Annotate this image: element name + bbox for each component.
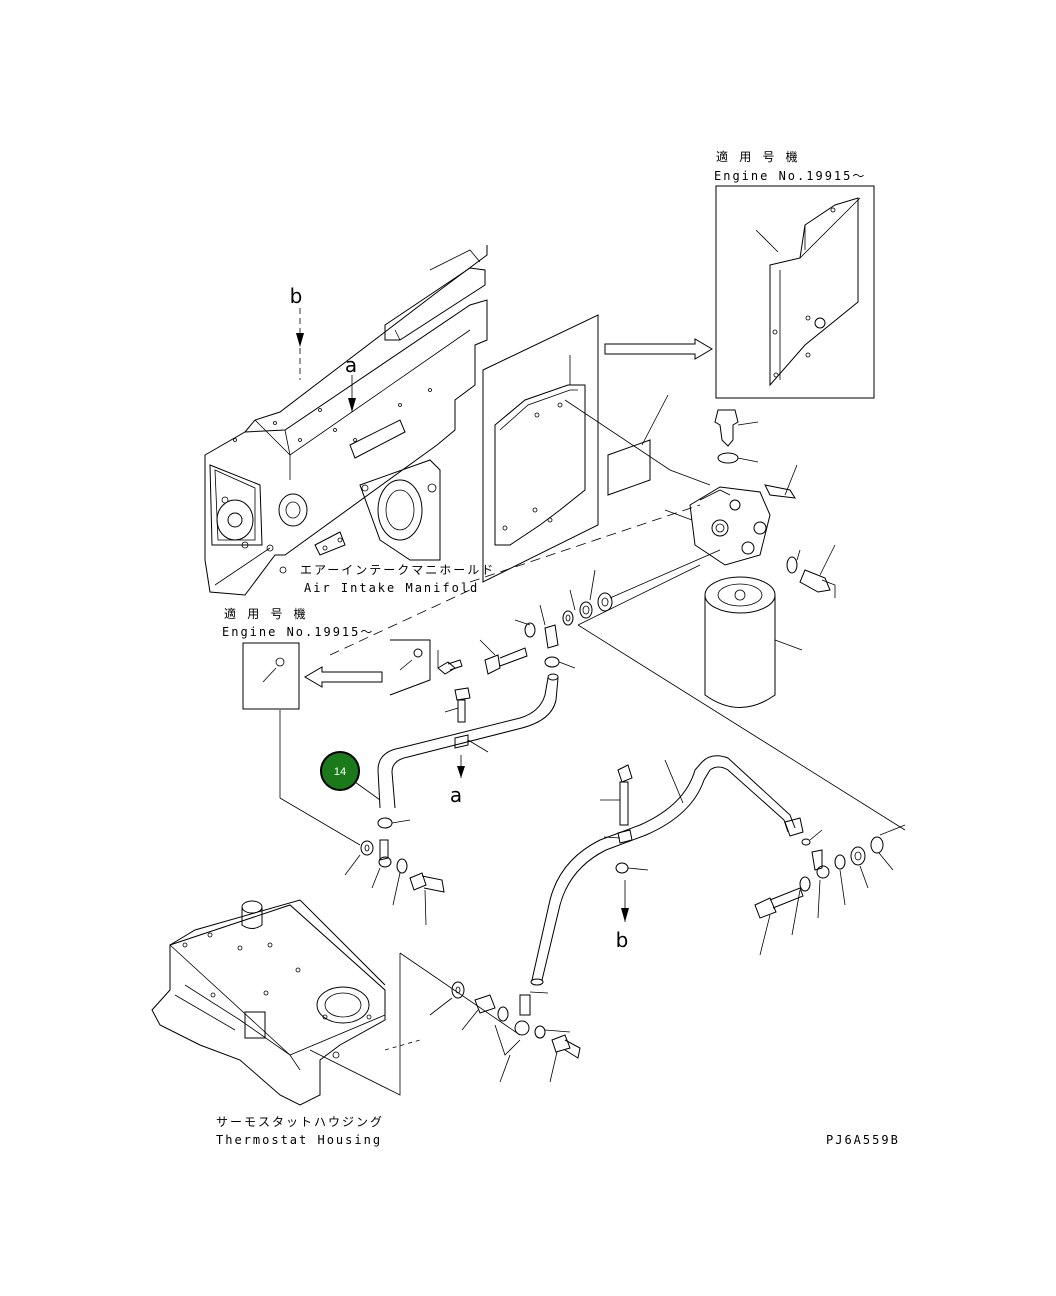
bolt-left-upper — [437, 650, 463, 675]
view-letter-b-bottom: b — [616, 928, 629, 952]
hollow-arrow-left-icon — [304, 666, 383, 688]
thermostat-label-en: Thermostat Housing — [216, 1133, 382, 1147]
thermostat-label-jp: サーモスタットハウジング — [216, 1115, 384, 1129]
banjo-top — [544, 656, 576, 669]
oil-filter — [704, 576, 803, 708]
view-letter-a-mid: a — [450, 783, 462, 807]
bolt-vertical-2 — [600, 764, 649, 874]
engine-no-label-top: Engine No.19915～ — [714, 169, 866, 183]
sensor-top — [714, 409, 759, 464]
view-b-arrow-top: b — [290, 284, 304, 380]
fittings-lower-left — [344, 817, 445, 926]
filter-head — [664, 486, 771, 566]
bolt-horizontal — [479, 639, 528, 675]
air-intake-manifold-drawing — [204, 245, 488, 596]
applicable-label-left: 適 用 号 機 — [224, 606, 308, 621]
gasket-plate-panel — [482, 314, 711, 583]
sensor-side — [786, 544, 836, 598]
engine-no-label-left: Engine No.19915～ — [222, 625, 374, 639]
view-letter-b-top: b — [290, 284, 303, 308]
small-gasket — [607, 439, 651, 496]
view-a-arrow-mid: a — [450, 755, 465, 807]
bracket-left — [389, 639, 431, 696]
fittings-lower-right — [754, 824, 906, 956]
fitting-washers-top — [514, 549, 721, 649]
bolt-right — [764, 464, 798, 499]
view-a-arrow-top: a — [345, 353, 357, 412]
air-intake-label-en: Air Intake Manifold — [304, 581, 479, 595]
bolt-vertical — [444, 687, 471, 723]
fittings-thermostat — [429, 981, 581, 1083]
drawing-code: PJ6A559B — [826, 1133, 900, 1147]
view-b-arrow-bottom: b — [616, 880, 629, 952]
hollow-arrow-right-icon — [604, 338, 713, 360]
inset-left — [242, 642, 361, 846]
callout-14[interactable]: 14 — [320, 751, 381, 801]
pipe-long — [530, 755, 804, 986]
air-intake-label-jp: エアーインテークマニホールド — [300, 563, 495, 577]
inset-top-right — [715, 185, 875, 399]
pipe-14 — [377, 673, 559, 809]
callout-number: 14 — [334, 766, 346, 778]
thermostat-housing-drawing — [151, 899, 386, 1106]
applicable-label-top: 適 用 号 機 — [716, 149, 800, 164]
view-letter-a-top: a — [345, 353, 357, 377]
